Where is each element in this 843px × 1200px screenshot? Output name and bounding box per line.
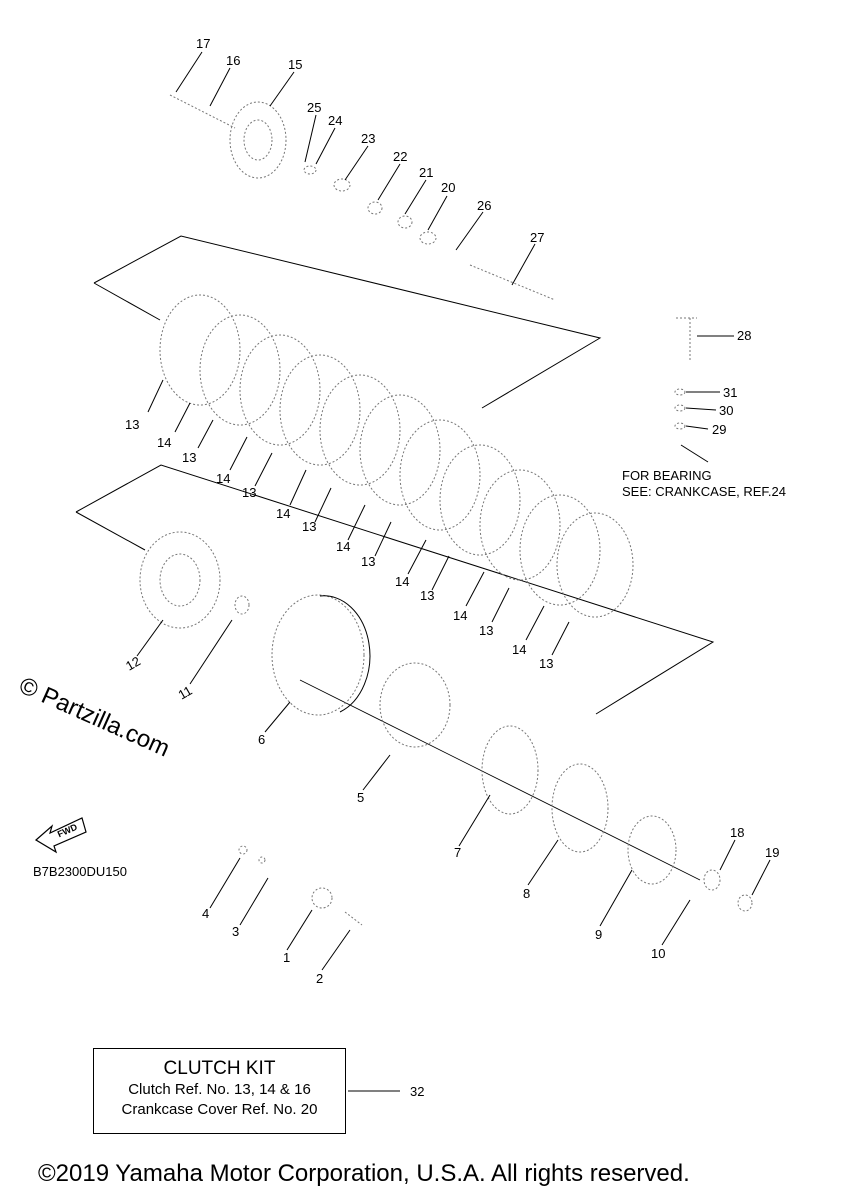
fwd-arrow-icon: FWD: [34, 817, 87, 854]
part-label-13: 13: [361, 554, 375, 569]
part-label-14: 14: [276, 506, 290, 521]
part-label-17: 17: [196, 36, 210, 51]
leader-lines: [136, 51, 771, 1092]
part-label-19: 19: [765, 845, 779, 860]
clutch-kit-line2: Crankcase Cover Ref. No. 20: [121, 1101, 318, 1118]
part-label-3: 3: [232, 924, 239, 939]
part-label-26: 26: [477, 198, 491, 213]
part-label-7: 7: [454, 845, 461, 860]
part-label-31: 31: [723, 385, 737, 400]
part-label-32: 32: [410, 1084, 424, 1099]
part-label-14: 14: [157, 435, 171, 450]
washers-18-19: [703, 869, 753, 912]
part-label-8: 8: [523, 886, 530, 901]
push-rod-hardware: [169, 94, 556, 301]
part-label-13: 13: [302, 519, 316, 534]
part-label-27: 27: [530, 230, 544, 245]
part-label-25: 25: [307, 100, 321, 115]
part-label-13: 13: [242, 485, 256, 500]
clutch-boss: [379, 662, 451, 748]
clutch-kit-line1: Clutch Ref. No. 13, 14 & 16: [128, 1081, 311, 1098]
primary-driven-gear: [139, 531, 221, 629]
part-label-13: 13: [479, 623, 493, 638]
part-label-2: 2: [316, 971, 323, 986]
clutch-kit-box: CLUTCH KIT Clutch Ref. No. 13, 14 & 16 C…: [93, 1048, 346, 1134]
part-label-10: 10: [651, 946, 665, 961]
part-label-9: 9: [595, 927, 602, 942]
part-label-13: 13: [539, 656, 553, 671]
shaft-axis: [299, 679, 701, 881]
part-label-14: 14: [512, 642, 526, 657]
bearing-note: FOR BEARING SEE: CRANKCASE, REF.24: [622, 468, 786, 500]
part-label-28: 28: [737, 328, 751, 343]
part-label-20: 20: [441, 180, 455, 195]
part-label-15: 15: [288, 57, 302, 72]
part-label-23: 23: [361, 131, 375, 146]
part-label-11: 11: [175, 683, 194, 703]
gear-9: [627, 815, 677, 885]
part-label-14: 14: [336, 539, 350, 554]
part-label-13: 13: [420, 588, 434, 603]
part-label-13: 13: [125, 417, 139, 432]
part-label-12: 12: [123, 653, 143, 673]
part-label-5: 5: [357, 790, 364, 805]
part-labels: 1 2 3 4 5 6 7 8 9 10 11 12 13 14 13 14 1…: [123, 36, 780, 1099]
clutch-plates: [159, 294, 634, 618]
part-label-18: 18: [730, 825, 744, 840]
gear-7: [481, 725, 539, 815]
bearing-parts: [674, 317, 697, 430]
bearing-note-line2: SEE: CRANKCASE, REF.24: [622, 484, 786, 499]
plate-frame-upper: [93, 235, 602, 409]
part-label-14: 14: [216, 471, 230, 486]
part-label-6: 6: [258, 732, 265, 747]
bolts-small: [234, 595, 363, 926]
plate-frame-lower: [75, 464, 715, 715]
plate-frame-upper-edge: [93, 282, 161, 321]
part-label-24: 24: [328, 113, 342, 128]
part-label-4: 4: [202, 906, 209, 921]
part-label-1: 1: [283, 950, 290, 965]
copyright-text: ©2019 Yamaha Motor Corporation, U.S.A. A…: [38, 1160, 690, 1187]
diagram-code: B7B2300DU150: [33, 864, 127, 879]
clutch-kit-title: CLUTCH KIT: [163, 1058, 276, 1079]
part-label-16: 16: [226, 53, 240, 68]
bearing-note-line1: FOR BEARING: [622, 468, 712, 483]
part-label-14: 14: [395, 574, 409, 589]
plate-frame-lower-edge: [75, 511, 146, 551]
part-label-13: 13: [182, 450, 196, 465]
part-label-14: 14: [453, 608, 467, 623]
part-label-21: 21: [419, 165, 433, 180]
part-label-29: 29: [712, 422, 726, 437]
clutch-housing: [271, 594, 371, 716]
pressure-plate: [229, 101, 287, 179]
part-label-30: 30: [719, 403, 733, 418]
gear-8: [551, 763, 609, 853]
part-label-22: 22: [393, 149, 407, 164]
